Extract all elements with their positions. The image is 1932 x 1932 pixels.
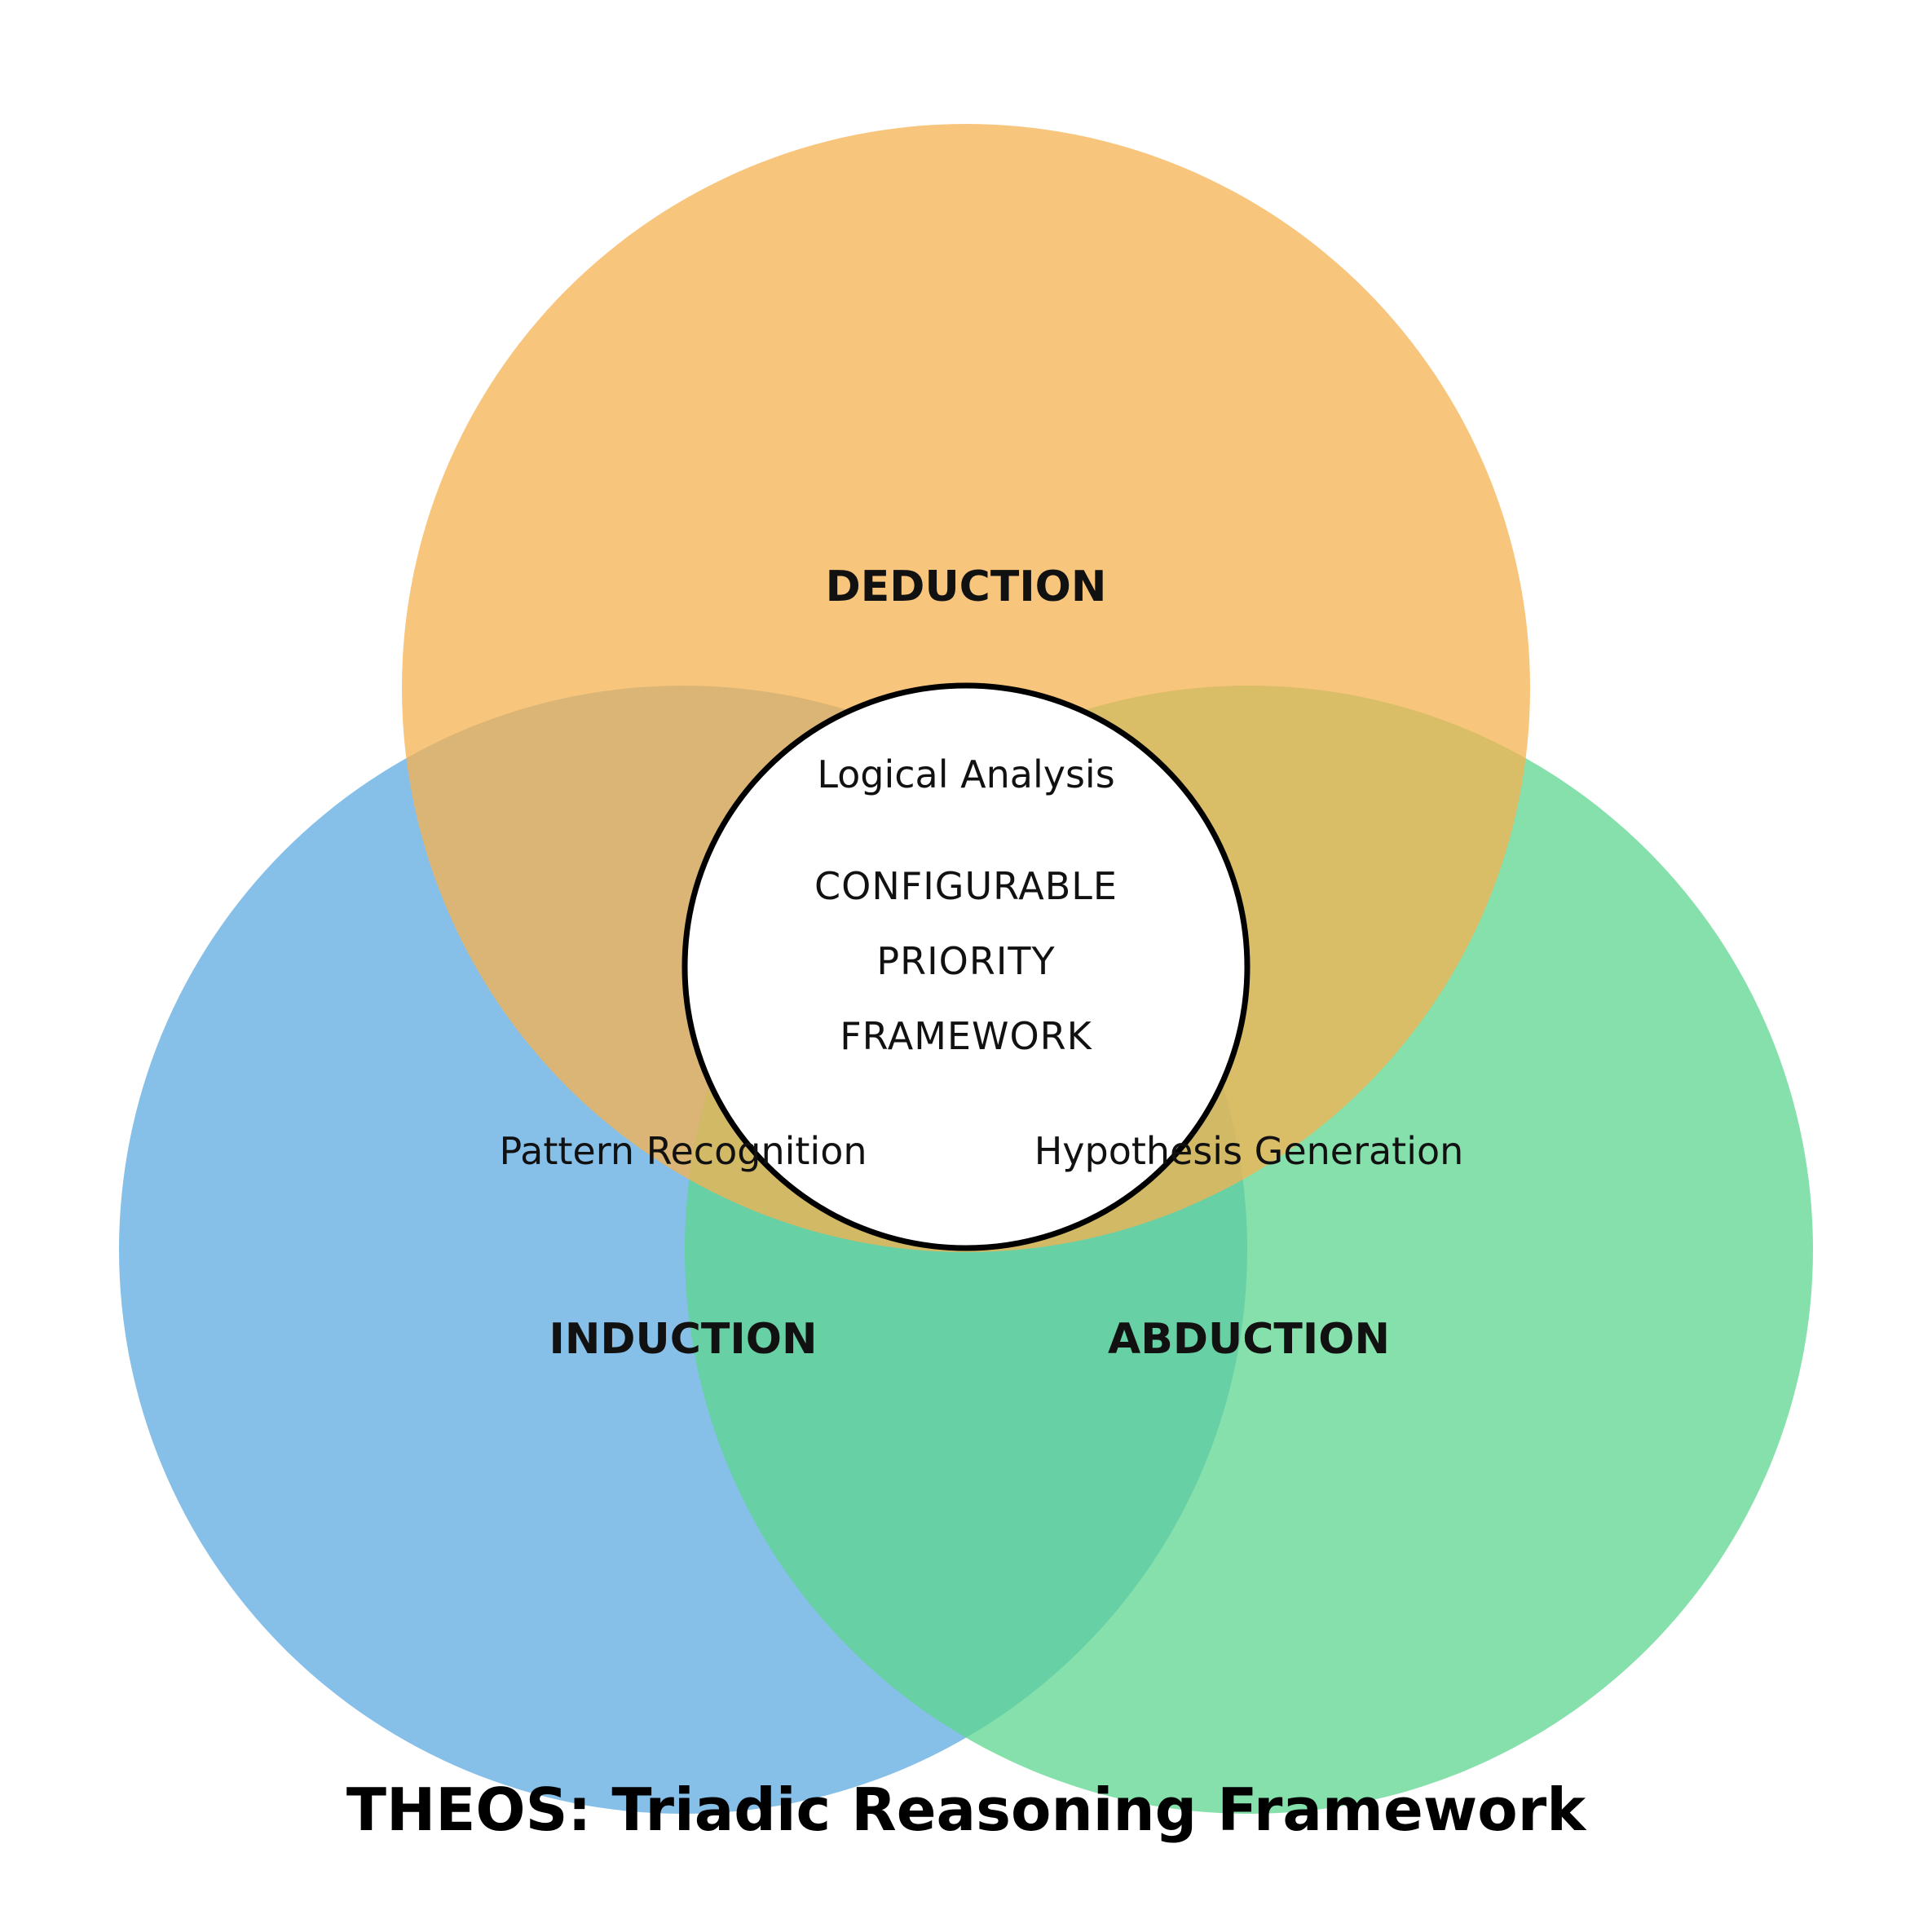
deduction-label: DEDUCTION [826, 562, 1107, 611]
abduction-label: ABDUCTION [1108, 1315, 1390, 1364]
hypothesis-generation-label: Hypothesis Generation [1034, 1129, 1464, 1173]
induction-label: INDUCTION [549, 1315, 818, 1364]
pattern-recognition-label: Pattern Recognition [500, 1129, 867, 1173]
center-line-2: PRIORITY [876, 939, 1055, 983]
logical-analysis-label: Logical Analysis [817, 752, 1114, 796]
diagram-title: THEOS: Triadic Reasoning Framework [346, 1775, 1587, 1844]
center-line-1: CONFIGURABLE [814, 864, 1118, 908]
center-line-3: FRAMEWORK [840, 1014, 1092, 1058]
center-circle [681, 682, 1251, 1251]
